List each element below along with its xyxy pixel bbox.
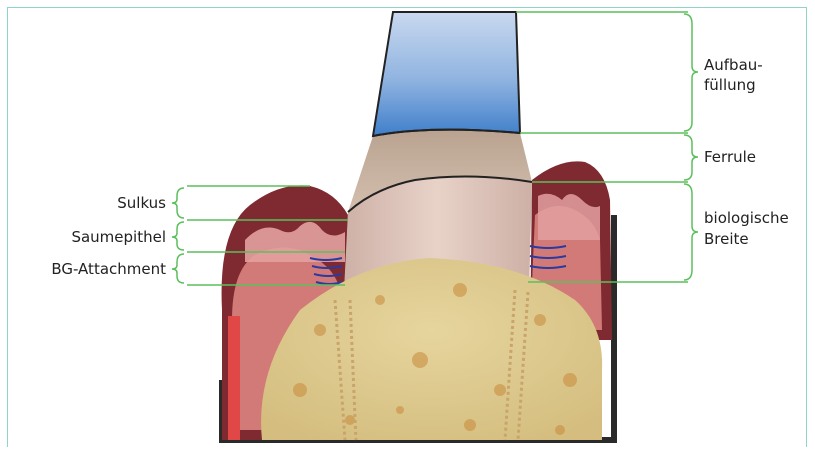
build-up-filling [373,12,520,136]
label-biologische-breite-1: biologische [704,209,789,228]
label-aufbaufuellung-2: füllung [704,76,756,95]
braces-left [172,188,184,283]
label-sulkus: Sulkus [117,194,166,213]
label-saumepithel: Saumepithel [71,228,166,247]
braces-right [684,14,698,280]
label-bg-attachment: BG-Attachment [51,260,166,279]
label-aufbaufuellung-1: Aufbau- [704,56,763,75]
label-ferrule: Ferrule [704,148,756,167]
label-biologische-breite-2: Breite [704,230,749,249]
